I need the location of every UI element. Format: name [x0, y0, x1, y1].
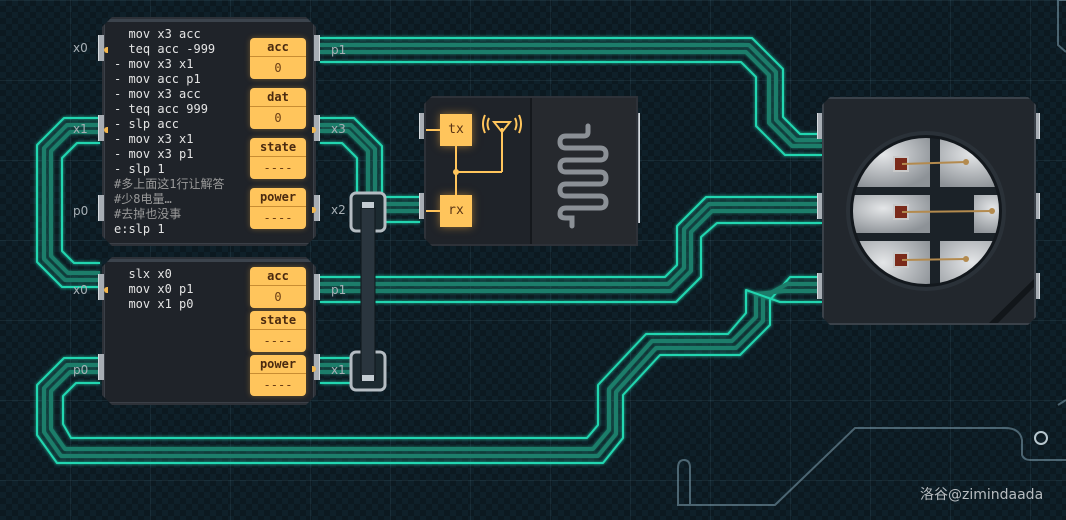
register-value: ----	[263, 161, 293, 175]
code-line[interactable]: - slp 1	[114, 162, 165, 176]
led-pin-6[interactable]	[1034, 273, 1040, 299]
board-outline	[677, 0, 1066, 506]
code-line[interactable]: #多上面这1行让解答	[114, 177, 225, 191]
mc1-register-dat: dat 0	[250, 88, 306, 129]
register-label: state	[250, 138, 306, 157]
led-diode-blue	[894, 253, 969, 267]
code-line[interactable]: - slp acc	[114, 117, 180, 131]
mc2-pin-x0[interactable]	[98, 274, 104, 300]
watermark: 洛谷@zimindaada	[920, 487, 1044, 503]
led-pin-3[interactable]	[817, 273, 823, 299]
mc1-pin-x3[interactable]	[314, 115, 320, 141]
register-label: power	[250, 355, 306, 374]
mc1-code-editor[interactable]: mov x3 acc teq acc -999- mov x3 x1- mov …	[114, 27, 224, 237]
mc2-port-label-p0: p0	[73, 363, 89, 377]
port-indicator	[104, 47, 108, 53]
register-label: acc	[250, 38, 306, 57]
led-diode-red	[894, 157, 969, 171]
trace-bundle-mc2-x1	[320, 357, 352, 384]
code-line[interactable]: mov x3 acc	[114, 27, 201, 41]
bridge-connector[interactable]	[349, 191, 387, 392]
radio-tx-box: tx	[440, 114, 472, 146]
mc2-pin-p0[interactable]	[98, 354, 104, 380]
antenna-icon	[483, 115, 521, 133]
port-indicator	[312, 207, 316, 213]
code-line[interactable]: #少8电量…	[114, 192, 172, 206]
coil-antenna-icon	[532, 98, 636, 244]
mc2-code-editor[interactable]: slx x0 mov x0 p1 mov x1 p0	[114, 267, 193, 312]
register-label: acc	[250, 267, 306, 286]
led-pin-2[interactable]	[817, 193, 823, 219]
code-line[interactable]: - teq acc 999	[114, 102, 208, 116]
mc1-pin-p0[interactable]	[98, 195, 104, 221]
radio-module: tx rx	[424, 96, 638, 246]
trace-bundle-mc1-p1-led	[320, 37, 822, 156]
trace-bundle-bridge-radio	[385, 196, 420, 223]
mc1-register-power: power ----	[250, 188, 306, 229]
mc1-port-label-x1: x1	[73, 122, 88, 136]
mc2-register-acc: acc 0	[250, 267, 306, 308]
radio-pin-tx[interactable]	[419, 113, 425, 139]
led-pin-5[interactable]	[1034, 193, 1040, 219]
mc1-port-label-p1: p1	[331, 43, 347, 57]
register-value: 0	[274, 61, 282, 75]
register-label: dat	[250, 88, 306, 107]
mc1-port-label-x3: x3	[331, 122, 346, 136]
radio-antenna-cover	[530, 98, 636, 244]
mc2-port-label-x1: x1	[331, 363, 346, 377]
radio-circuit	[426, 98, 530, 244]
code-line[interactable]: mov x0 p1	[114, 282, 194, 296]
trace-bundle-mc1-x3	[320, 117, 383, 195]
mc1-port-label-x0: x0	[73, 41, 88, 55]
led-pin-4[interactable]	[1034, 113, 1040, 139]
register-value: ----	[263, 334, 293, 348]
code-line[interactable]: slx x0	[114, 267, 172, 281]
code-line[interactable]: - mov x3 x1	[114, 57, 194, 71]
register-value: 0	[274, 290, 282, 304]
mc2-register-power: power ----	[250, 355, 306, 396]
code-line[interactable]: #去掉也没事	[114, 207, 182, 221]
register-value: 0	[274, 111, 282, 125]
trace-bundle-mc2-p1-led	[320, 196, 822, 303]
mc2-pin-p1[interactable]	[314, 274, 320, 300]
microcontroller-2: slx x0 mov x0 p1 mov x1 p0 acc 0 state -…	[102, 257, 316, 405]
port-indicator	[104, 127, 108, 133]
register-label: state	[250, 311, 306, 330]
mc1-pin-x1[interactable]	[98, 115, 104, 141]
radio-rx-box: rx	[440, 195, 472, 227]
trace-bundle-mc2-p0-led	[36, 276, 822, 464]
register-label: power	[250, 188, 306, 207]
code-line[interactable]: e:slp 1	[114, 222, 165, 236]
register-value: ----	[263, 211, 293, 225]
mc1-register-acc: acc 0	[250, 38, 306, 79]
code-line[interactable]: mov x1 p0	[114, 297, 194, 311]
mc1-pin-x0[interactable]	[98, 35, 104, 61]
mc1-port-label-x2: x2	[331, 203, 346, 217]
mc1-pin-x2[interactable]	[314, 195, 320, 221]
led-die-icon	[824, 99, 1034, 323]
trace-bundle-mc1-x1-mc2-x0	[36, 117, 100, 288]
port-indicator	[312, 127, 316, 133]
code-line[interactable]: - mov x3 x1	[114, 132, 194, 146]
led-pin-1[interactable]	[817, 113, 823, 139]
microcontroller-1: mov x3 acc teq acc -999- mov x3 x1- mov …	[102, 17, 316, 246]
code-line[interactable]: - mov x3 acc	[114, 87, 201, 101]
mc2-pin-x1[interactable]	[314, 354, 320, 380]
mc1-register-state: state ----	[250, 138, 306, 179]
rgb-led-module	[822, 97, 1036, 325]
mount-hole	[1034, 431, 1048, 445]
mc2-port-label-x0: x0	[73, 283, 88, 297]
radio-pin-rx[interactable]	[419, 193, 425, 219]
port-indicator	[104, 287, 108, 293]
code-line[interactable]: - mov acc p1	[114, 72, 201, 86]
mc2-port-label-p1: p1	[331, 283, 347, 297]
code-line[interactable]: - mov x3 p1	[114, 147, 194, 161]
register-value: ----	[263, 378, 293, 392]
mc1-pin-p1[interactable]	[314, 35, 320, 61]
led-diode-green	[894, 205, 995, 219]
mc2-register-state: state ----	[250, 311, 306, 352]
mc1-port-label-p0: p0	[73, 204, 89, 218]
code-line[interactable]: teq acc -999	[114, 42, 216, 56]
port-indicator	[312, 366, 316, 372]
